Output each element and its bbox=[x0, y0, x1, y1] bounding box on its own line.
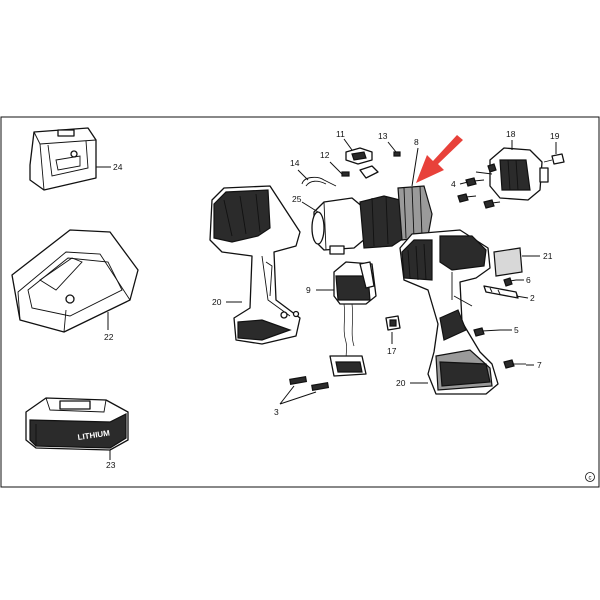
part-1-screws bbox=[487, 163, 497, 173]
leader-11 bbox=[343, 138, 353, 151]
leader-8 bbox=[411, 147, 419, 187]
leader-2 bbox=[515, 295, 529, 299]
label-20-right: 20 bbox=[396, 378, 406, 388]
part-13-pin bbox=[393, 151, 401, 157]
highlight-arrow bbox=[416, 135, 463, 183]
label-23: 23 bbox=[106, 460, 116, 470]
part-14-clip bbox=[301, 176, 337, 187]
part-4-screws bbox=[457, 177, 501, 209]
svg-text:c: c bbox=[589, 476, 592, 482]
label-13: 13 bbox=[378, 131, 388, 141]
label-3: 3 bbox=[274, 407, 279, 417]
label-20-left: 20 bbox=[212, 297, 222, 307]
label-11: 11 bbox=[336, 129, 345, 139]
leader-4 bbox=[459, 181, 469, 185]
part-23-battery: LITHIUM bbox=[25, 397, 129, 451]
label-14: 14 bbox=[290, 158, 300, 168]
label-19: 19 bbox=[550, 131, 560, 141]
part-25-motor-assembly bbox=[311, 185, 433, 255]
leader-14 bbox=[297, 169, 309, 181]
label-4: 4 bbox=[451, 179, 456, 189]
label-17: 17 bbox=[387, 346, 397, 356]
part-switch-slider bbox=[359, 165, 379, 179]
label-8: 8 bbox=[414, 137, 419, 147]
leader-12 bbox=[329, 161, 343, 175]
label-6: 6 bbox=[526, 275, 531, 285]
part-17-bracket bbox=[385, 315, 401, 331]
diagram-frame bbox=[0, 116, 600, 488]
part-24-storage-case bbox=[29, 127, 97, 191]
part-22-charger bbox=[11, 229, 139, 333]
part-9-trigger-switch bbox=[329, 261, 377, 377]
part-20-left-housing bbox=[209, 185, 301, 345]
leader-25 bbox=[301, 201, 319, 213]
part-6-screw bbox=[503, 277, 517, 287]
part-20-right-housing bbox=[399, 229, 499, 395]
part-5-screw bbox=[473, 327, 501, 337]
label-22: 22 bbox=[104, 332, 114, 342]
leader-3a bbox=[279, 385, 295, 405]
part-21-label-plate bbox=[493, 247, 523, 277]
label-24: 24 bbox=[113, 162, 123, 172]
part-19-chuck-screw bbox=[543, 153, 565, 165]
label-18: 18 bbox=[506, 129, 516, 139]
part-18-drill-chuck bbox=[475, 147, 549, 201]
copyright-symbol: c bbox=[585, 472, 595, 482]
label-9: 9 bbox=[306, 285, 311, 295]
label-2: 2 bbox=[530, 293, 535, 303]
label-21: 21 bbox=[543, 251, 553, 261]
label-7: 7 bbox=[537, 360, 542, 370]
label-25: 25 bbox=[292, 194, 302, 204]
part-7-screw bbox=[503, 359, 526, 369]
label-12: 12 bbox=[320, 150, 330, 160]
leader-13 bbox=[387, 141, 397, 153]
part-3-carbon-brushes bbox=[289, 375, 330, 392]
label-5: 5 bbox=[514, 325, 519, 335]
leader-3b bbox=[279, 391, 317, 405]
part-12-spring bbox=[341, 171, 350, 177]
part-2-bit-holder bbox=[483, 285, 519, 299]
part-11-switch-cap bbox=[345, 147, 373, 165]
